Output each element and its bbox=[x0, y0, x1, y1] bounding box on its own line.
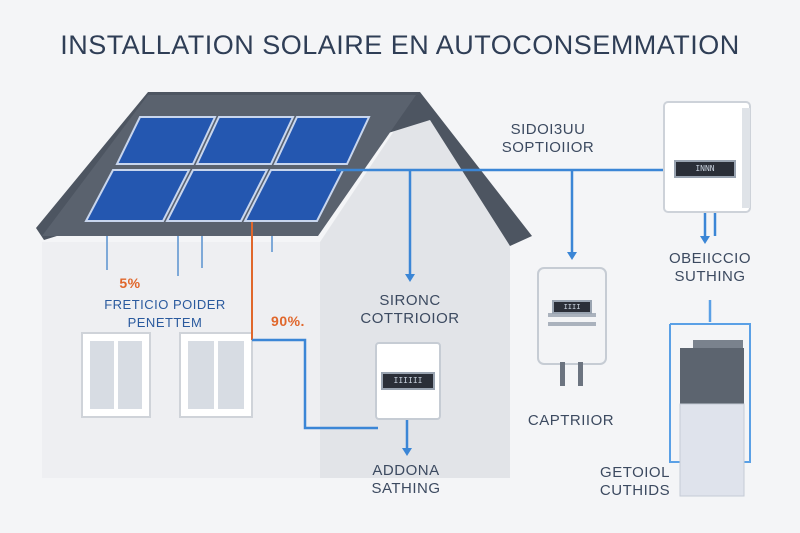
roof-drop-wires bbox=[106, 236, 273, 276]
label-mid-line1: SIRONC bbox=[379, 292, 441, 309]
label-bottom-line2: SATHING bbox=[371, 480, 441, 497]
meter-box bbox=[537, 267, 607, 386]
meter-caption: CAPTRIIOR bbox=[527, 412, 615, 429]
controller-display: IIIIII bbox=[381, 372, 435, 390]
label-top: SIDOI3UU SOPTIOIIOR bbox=[478, 121, 618, 157]
label-top-line1: SIDOI3UU bbox=[510, 121, 586, 138]
solar-panel bbox=[195, 116, 295, 165]
window-left bbox=[81, 332, 151, 418]
solar-panel bbox=[115, 116, 217, 165]
left-caption: FRETICIO POIDER PENETTEM bbox=[104, 297, 226, 330]
meter-display: IIII bbox=[552, 300, 592, 314]
label-battery-line2: CUTHIDS bbox=[599, 482, 671, 499]
left-percentage: 5% bbox=[119, 275, 141, 291]
solar-panel-array bbox=[84, 116, 371, 222]
label-battery: GETOIOL CUTHIDS bbox=[580, 464, 690, 500]
solar-panel bbox=[273, 116, 371, 165]
label-right-line1: OBEIICCIO bbox=[668, 250, 751, 267]
inverter-display: INNN bbox=[674, 160, 736, 178]
label-mid-line2: COTTRIOIOR bbox=[360, 310, 460, 327]
blue-wires bbox=[252, 168, 751, 463]
diagram-title: INSTALLATION SOLAIRE EN AUTOCONSEMMATION bbox=[60, 30, 740, 60]
center-percentage: 90%. bbox=[271, 313, 305, 329]
solar-panel bbox=[165, 169, 269, 222]
label-top-line2: SOPTIOIIOR bbox=[501, 139, 595, 156]
inverter-top-box bbox=[663, 101, 751, 213]
solar-panel bbox=[243, 169, 345, 222]
label-mid: SIRONC COTTRIOIOR bbox=[350, 292, 470, 328]
window-right bbox=[179, 332, 253, 418]
label-battery-line1: GETOIOL bbox=[600, 464, 670, 481]
label-bottom-line1: ADDONA bbox=[372, 462, 440, 479]
label-right-line2: SUTHING bbox=[674, 268, 746, 285]
label-right: OBEIICCIO SUTHING bbox=[640, 250, 780, 286]
label-bottom: ADDONA SATHING bbox=[346, 462, 466, 498]
arrow-heads bbox=[402, 236, 710, 456]
battery-unit bbox=[679, 340, 745, 497]
house-side-wall bbox=[320, 92, 510, 478]
solar-panel bbox=[84, 169, 191, 222]
